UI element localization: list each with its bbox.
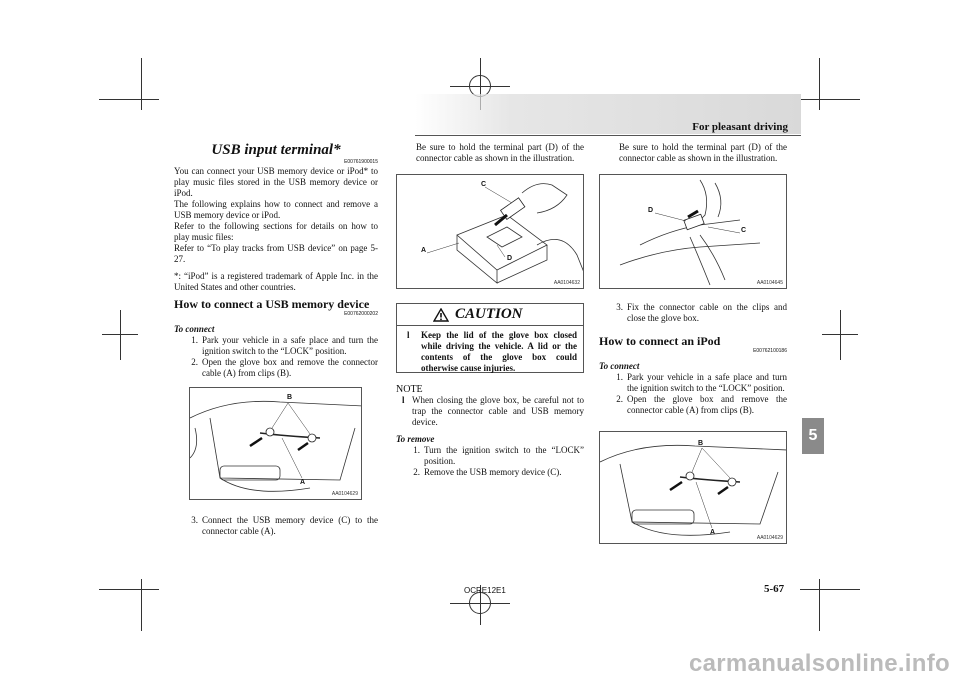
figure-label-a: A <box>710 529 716 536</box>
middle-column-intro: Be sure to hold the terminal part (D) of… <box>396 142 584 164</box>
header-band <box>415 94 801 134</box>
section-title: For pleasant driving <box>692 121 788 133</box>
warning-triangle-icon <box>433 308 449 322</box>
usb-connect-illustration <box>426 183 583 284</box>
crop-mark <box>99 589 159 590</box>
section-code: E00762000202 <box>344 311 378 317</box>
usb-connect-figure: C A D AA0104632 <box>396 174 584 289</box>
crop-mark <box>800 99 860 100</box>
header-rule <box>415 135 801 136</box>
figure-code: AA0104632 <box>553 280 580 286</box>
crop-mark <box>819 58 820 110</box>
figure-label-d: D <box>648 207 654 214</box>
step: 1.Turn the ignition switch to the “LOCK”… <box>413 445 584 466</box>
glove-box-illustration-2 <box>600 444 786 536</box>
figure-label-d: D <box>507 255 513 262</box>
chapter-tab: 5 <box>802 418 824 454</box>
paragraph: Be sure to hold the terminal part (D) of… <box>619 142 787 163</box>
glove-box-illustration <box>190 400 361 492</box>
figure-label-b: B <box>287 394 293 401</box>
paragraph: Be sure to hold the terminal part (D) of… <box>416 142 584 163</box>
crop-mark <box>800 589 860 590</box>
figure-label-a: A <box>300 479 306 486</box>
crop-mark <box>102 334 138 335</box>
note-text: When closing the glove box, be careful n… <box>412 395 584 427</box>
step: 1.Park your vehicle in a safe place and … <box>191 335 378 356</box>
footnote: *: “iPod” is a registered trademark of A… <box>174 271 378 292</box>
crop-mark <box>99 99 159 100</box>
italic-heading: To connect <box>599 361 640 371</box>
terminal-hold-figure: D C AA0104645 <box>599 174 787 289</box>
paragraph: The following explains how to connect an… <box>174 199 378 220</box>
caution-text: Keep the lid of the glove box closed whi… <box>421 330 577 373</box>
glove-box-figure: B A AA0104629 <box>189 387 362 500</box>
figure-label-a: A <box>421 247 427 254</box>
step: 1.Park your vehicle in a safe place and … <box>616 372 787 393</box>
left-column-step3: 3.Connect the USB memory device (C) to t… <box>174 515 378 537</box>
bullet-icon: l <box>407 330 410 340</box>
crop-mark <box>840 310 841 360</box>
paragraph: You can connect your USB memory device o… <box>174 166 378 198</box>
bullet-icon: l <box>402 395 405 405</box>
note-item: l When closing the glove box, be careful… <box>396 395 584 428</box>
caution-title: CAUTION <box>455 306 523 322</box>
page-title: USB input terminal* <box>211 142 341 158</box>
crop-mark <box>469 592 491 614</box>
figure-label-b: B <box>698 440 704 447</box>
step: 2.Remove the USB memory device (C). <box>413 467 562 477</box>
watermark: carmanualsonline.info <box>688 650 950 677</box>
figure-code: AA0104629 <box>331 491 358 497</box>
terminal-hold-illustration <box>619 179 761 286</box>
caution-body: l Keep the lid of the glove box closed w… <box>397 326 583 374</box>
right-column-body: 3.Fix the connector cable on the clips a… <box>599 302 787 416</box>
middle-column-note: NOTE l When closing the glove box, be ca… <box>396 384 584 478</box>
left-column: USB input terminal* E00761900015 You can… <box>174 142 378 379</box>
doc-code: OCRE12E1 <box>464 586 506 595</box>
crop-mark <box>819 579 820 631</box>
figure-label-c: C <box>741 227 747 234</box>
italic-heading: To connect <box>174 324 215 334</box>
caution-header: CAUTION <box>397 304 583 326</box>
crop-mark <box>141 58 142 110</box>
step: 2.Open the glove box and remove the conn… <box>616 394 787 415</box>
section-code: E00762100186 <box>753 348 787 354</box>
figure-label-c: C <box>481 181 487 188</box>
glove-box-figure-2: B A AA0104629 <box>599 431 787 544</box>
caution-box: CAUTION l Keep the lid of the glove box … <box>396 303 584 373</box>
right-column-intro: Be sure to hold the terminal part (D) of… <box>599 142 787 164</box>
crop-mark <box>822 334 858 335</box>
paragraph: Refer to the following sections for deta… <box>174 221 378 242</box>
crop-mark <box>141 579 142 631</box>
figure-code: AA0104629 <box>756 535 783 541</box>
subheading: How to connect an iPod <box>599 334 721 348</box>
crop-mark <box>120 310 121 360</box>
section-code: E00761900015 <box>344 159 378 165</box>
italic-heading: To remove <box>396 434 435 444</box>
page-number: 5-67 <box>764 583 785 595</box>
step: 2.Open the glove box and remove the conn… <box>191 357 378 378</box>
note-heading: NOTE <box>396 384 423 395</box>
paragraph: Refer to “To play tracks from USB device… <box>174 243 378 264</box>
step: 3.Connect the USB memory device (C) to t… <box>191 515 378 536</box>
figure-code: AA0104645 <box>756 280 783 286</box>
subheading: How to connect a USB memory device <box>174 297 370 311</box>
step: 3.Fix the connector cable on the clips a… <box>616 302 787 323</box>
